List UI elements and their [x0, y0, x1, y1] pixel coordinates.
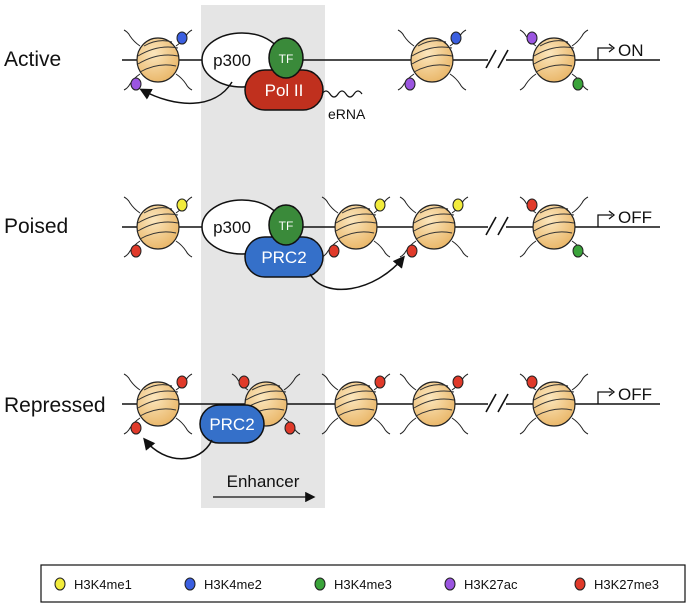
tf-label-poised: TF: [279, 219, 294, 233]
repressed-methylation-arrow: [143, 437, 213, 460]
gene-status-poised: OFF: [618, 208, 652, 227]
nucleosome-poised-2-mark-h3k4me1-0: [374, 198, 386, 212]
legend-swatch-h3k4me3: [314, 577, 326, 591]
legend-swatch-h3k4me1: [54, 577, 66, 591]
nucleosome-poised-4-mark-h3k27me3-0: [526, 198, 538, 212]
erna-transcript: [321, 90, 363, 98]
state-label-active: Active: [4, 48, 61, 71]
nucleosome-active-2-mark-h3k4me2-0: [450, 31, 462, 45]
gene-status-active: ON: [618, 41, 644, 60]
legend-swatch-h3k27ac: [444, 577, 456, 591]
nucleosome-repressed-5: [519, 373, 589, 435]
nucleosome-active-3-mark-h3k4me3-1: [572, 77, 584, 91]
legend-label-h3k27me3: H3K27me3: [594, 577, 659, 592]
legend-label-h3k4me2: H3K4me2: [204, 577, 262, 592]
nucleosome-poised-4-mark-h3k4me3-1: [572, 244, 584, 258]
nucleosome-repressed-2: [231, 373, 301, 435]
nucleosome-active-2-mark-h3k27ac-1: [404, 77, 416, 91]
nucleosome-active-1-mark-h3k4me2-0: [176, 31, 188, 45]
nucleosome-repressed-3: [321, 373, 391, 435]
nucleosome-repressed-1-mark-h3k27me3-0: [176, 375, 188, 389]
legend-label-h3k27ac: H3K27ac: [464, 577, 518, 592]
nucleosome-repressed-3-mark-h3k27me3-0: [374, 375, 386, 389]
nucleosome-active-1: [123, 29, 193, 91]
tf-label-active: TF: [279, 52, 294, 66]
tf-active: [268, 37, 304, 79]
nucleosome-active-2: [397, 29, 467, 91]
nucleosome-repressed-4-mark-h3k27me3-0: [452, 375, 464, 389]
nucleosome-repressed-2-mark-h3k27me3-0: [238, 375, 250, 389]
tss-arrow-active: [597, 43, 616, 60]
tss-arrow-poised: [597, 210, 616, 227]
nucleosome-repressed-4: [399, 373, 469, 435]
p300-label-poised: p300: [213, 218, 251, 237]
nucleosome-poised-3-mark-h3k4me1-0: [452, 198, 464, 212]
nucleosome-repressed-1-mark-h3k27me3-1: [130, 421, 142, 435]
nucleosome-repressed-2-mark-h3k27me3-1: [284, 421, 296, 435]
erna-label: eRNA: [328, 106, 366, 122]
prc2-label-repressed: PRC2: [209, 415, 254, 434]
legend-item-h3k27ac: H3K27ac: [444, 577, 518, 592]
nucleosome-poised-1: [123, 196, 193, 258]
state-label-repressed: Repressed: [4, 394, 106, 417]
enhancer-label: Enhancer: [227, 472, 300, 491]
gene-status-repressed: OFF: [618, 385, 652, 404]
nucleosome-poised-3: [399, 196, 469, 258]
legend-item-h3k27me3: H3K27me3: [574, 577, 659, 592]
nucleosome-poised-1-mark-h3k27me3-1: [130, 244, 142, 258]
legend-swatch-h3k27me3: [574, 577, 586, 591]
tf-poised: [268, 204, 304, 246]
legend-swatch-h3k4me2: [184, 577, 196, 591]
prc2-label-poised: PRC2: [261, 248, 306, 267]
legend-item-h3k4me1: H3K4me1: [54, 577, 132, 592]
tss-arrow-repressed: [597, 387, 616, 404]
legend-label-h3k4me3: H3K4me3: [334, 577, 392, 592]
nucleosome-poised-1-mark-h3k4me1-0: [176, 198, 188, 212]
legend-item-h3k4me3: H3K4me3: [314, 577, 392, 592]
prc2-repressed: [199, 404, 265, 444]
legend-item-h3k4me2: H3K4me2: [184, 577, 262, 592]
nucleosome-poised-2: [321, 196, 391, 258]
nucleosome-repressed-5-mark-h3k27me3-0: [526, 375, 538, 389]
nucleosome-active-3: [519, 29, 589, 91]
p300-label-active: p300: [213, 51, 251, 70]
nucleosome-active-1-mark-h3k27ac-1: [130, 77, 142, 91]
nucleosome-active-3-mark-h3k27ac-0: [526, 31, 538, 45]
poised-methylation-arrow: [309, 255, 405, 291]
legend-label-h3k4me1: H3K4me1: [74, 577, 132, 592]
active-acetylation-arrow: [139, 81, 233, 105]
nucleosome-repressed-1: [123, 373, 193, 435]
nucleosome-poised-4: [519, 196, 589, 258]
pol-ii-label: Pol II: [265, 81, 304, 100]
nucleosome-poised-3-mark-h3k27me3-1: [406, 244, 418, 258]
nucleosome-poised-2-mark-h3k27me3-1: [328, 244, 340, 258]
state-label-poised: Poised: [4, 215, 68, 238]
